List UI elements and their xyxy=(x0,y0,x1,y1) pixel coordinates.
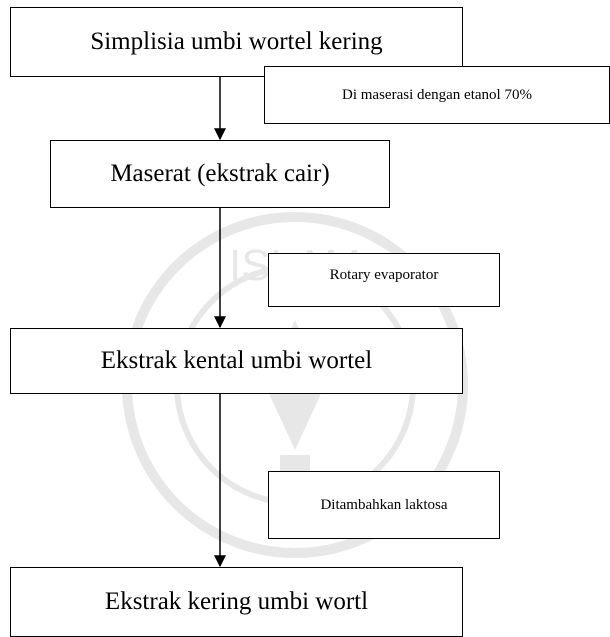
step-label: Ekstrak kental umbi wortel xyxy=(100,347,373,374)
step-label: Maserat (ekstrak cair) xyxy=(110,160,330,187)
note-label: Di maserasi dengan etanol 70% xyxy=(342,86,532,103)
step-box-maserat: Maserat (ekstrak cair) xyxy=(50,140,390,208)
step-box-simplisia: Simplisia umbi wortel kering xyxy=(10,7,463,77)
process-note-maserasi: Di maserasi dengan etanol 70% xyxy=(264,66,610,124)
process-note-rotary-evaporator: Rotary evaporator xyxy=(268,253,500,307)
step-label: Ekstrak kering umbi wortl xyxy=(104,588,369,615)
process-note-laktosa: Ditambahkan laktosa xyxy=(268,471,500,539)
step-label: Simplisia umbi wortel kering xyxy=(90,28,383,55)
note-label: Rotary evaporator xyxy=(329,267,439,283)
step-box-ekstrak-kental: Ekstrak kental umbi wortel xyxy=(10,328,463,394)
note-label: Ditambahkan laktosa xyxy=(320,496,448,513)
step-box-ekstrak-kering: Ekstrak kering umbi wortl xyxy=(10,567,463,637)
